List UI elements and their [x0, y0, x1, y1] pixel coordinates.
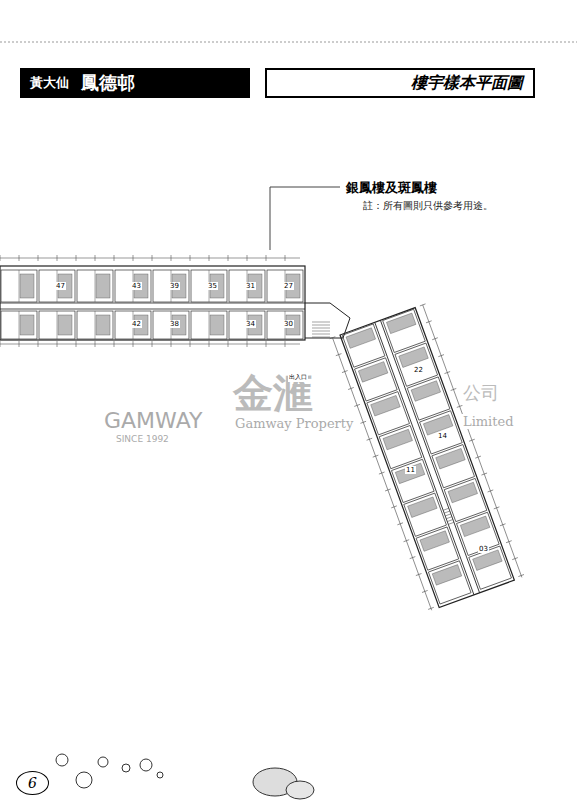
- unit-number: 30: [283, 320, 294, 328]
- node-text: 鳳德邨: [81, 71, 135, 95]
- node-text: 6: [28, 775, 37, 791]
- unit-number: 42: [131, 320, 142, 328]
- note: 註：所有圖則只供參考用途。: [362, 199, 494, 213]
- page-number-circle: 6: [16, 771, 49, 795]
- unit-number: 11: [405, 466, 416, 474]
- unit-number: 43: [131, 282, 142, 290]
- watermark: SINCE 1992: [115, 434, 170, 444]
- leader-line: [270, 187, 340, 250]
- node-text: 黃大仙: [30, 74, 69, 92]
- unit-number: 14: [437, 432, 448, 440]
- unit-number: 34: [245, 320, 256, 328]
- watermark: 公司: [462, 381, 500, 405]
- watermark: GAMWAY: [103, 408, 203, 433]
- entrance-label: 出入口: [288, 373, 308, 382]
- unit-number: 47: [55, 282, 66, 290]
- unit-number: 38: [169, 320, 180, 328]
- horizontal-wing: [0, 255, 350, 347]
- unit-number: 03: [478, 545, 489, 553]
- watermark: Limited: [462, 414, 515, 429]
- unit-number: 39: [169, 282, 180, 290]
- watermark: Gamway Property: [234, 416, 354, 431]
- unit-number: 22: [413, 366, 424, 374]
- header-box: 黃大仙鳳德邨: [20, 68, 250, 98]
- unit-number: 27: [283, 282, 294, 290]
- top-rule: [0, 42, 577, 43]
- angled-wing: [330, 304, 525, 611]
- building-name: 銀鳳樓及斑鳳樓: [345, 179, 438, 197]
- node-text: 樓宇樣本平面圖: [411, 73, 523, 94]
- unit-number: 31: [245, 282, 256, 290]
- title-box: 樓宇樣本平面圖: [265, 68, 535, 98]
- unit-number: 35: [207, 282, 218, 290]
- bubbles: [56, 754, 314, 799]
